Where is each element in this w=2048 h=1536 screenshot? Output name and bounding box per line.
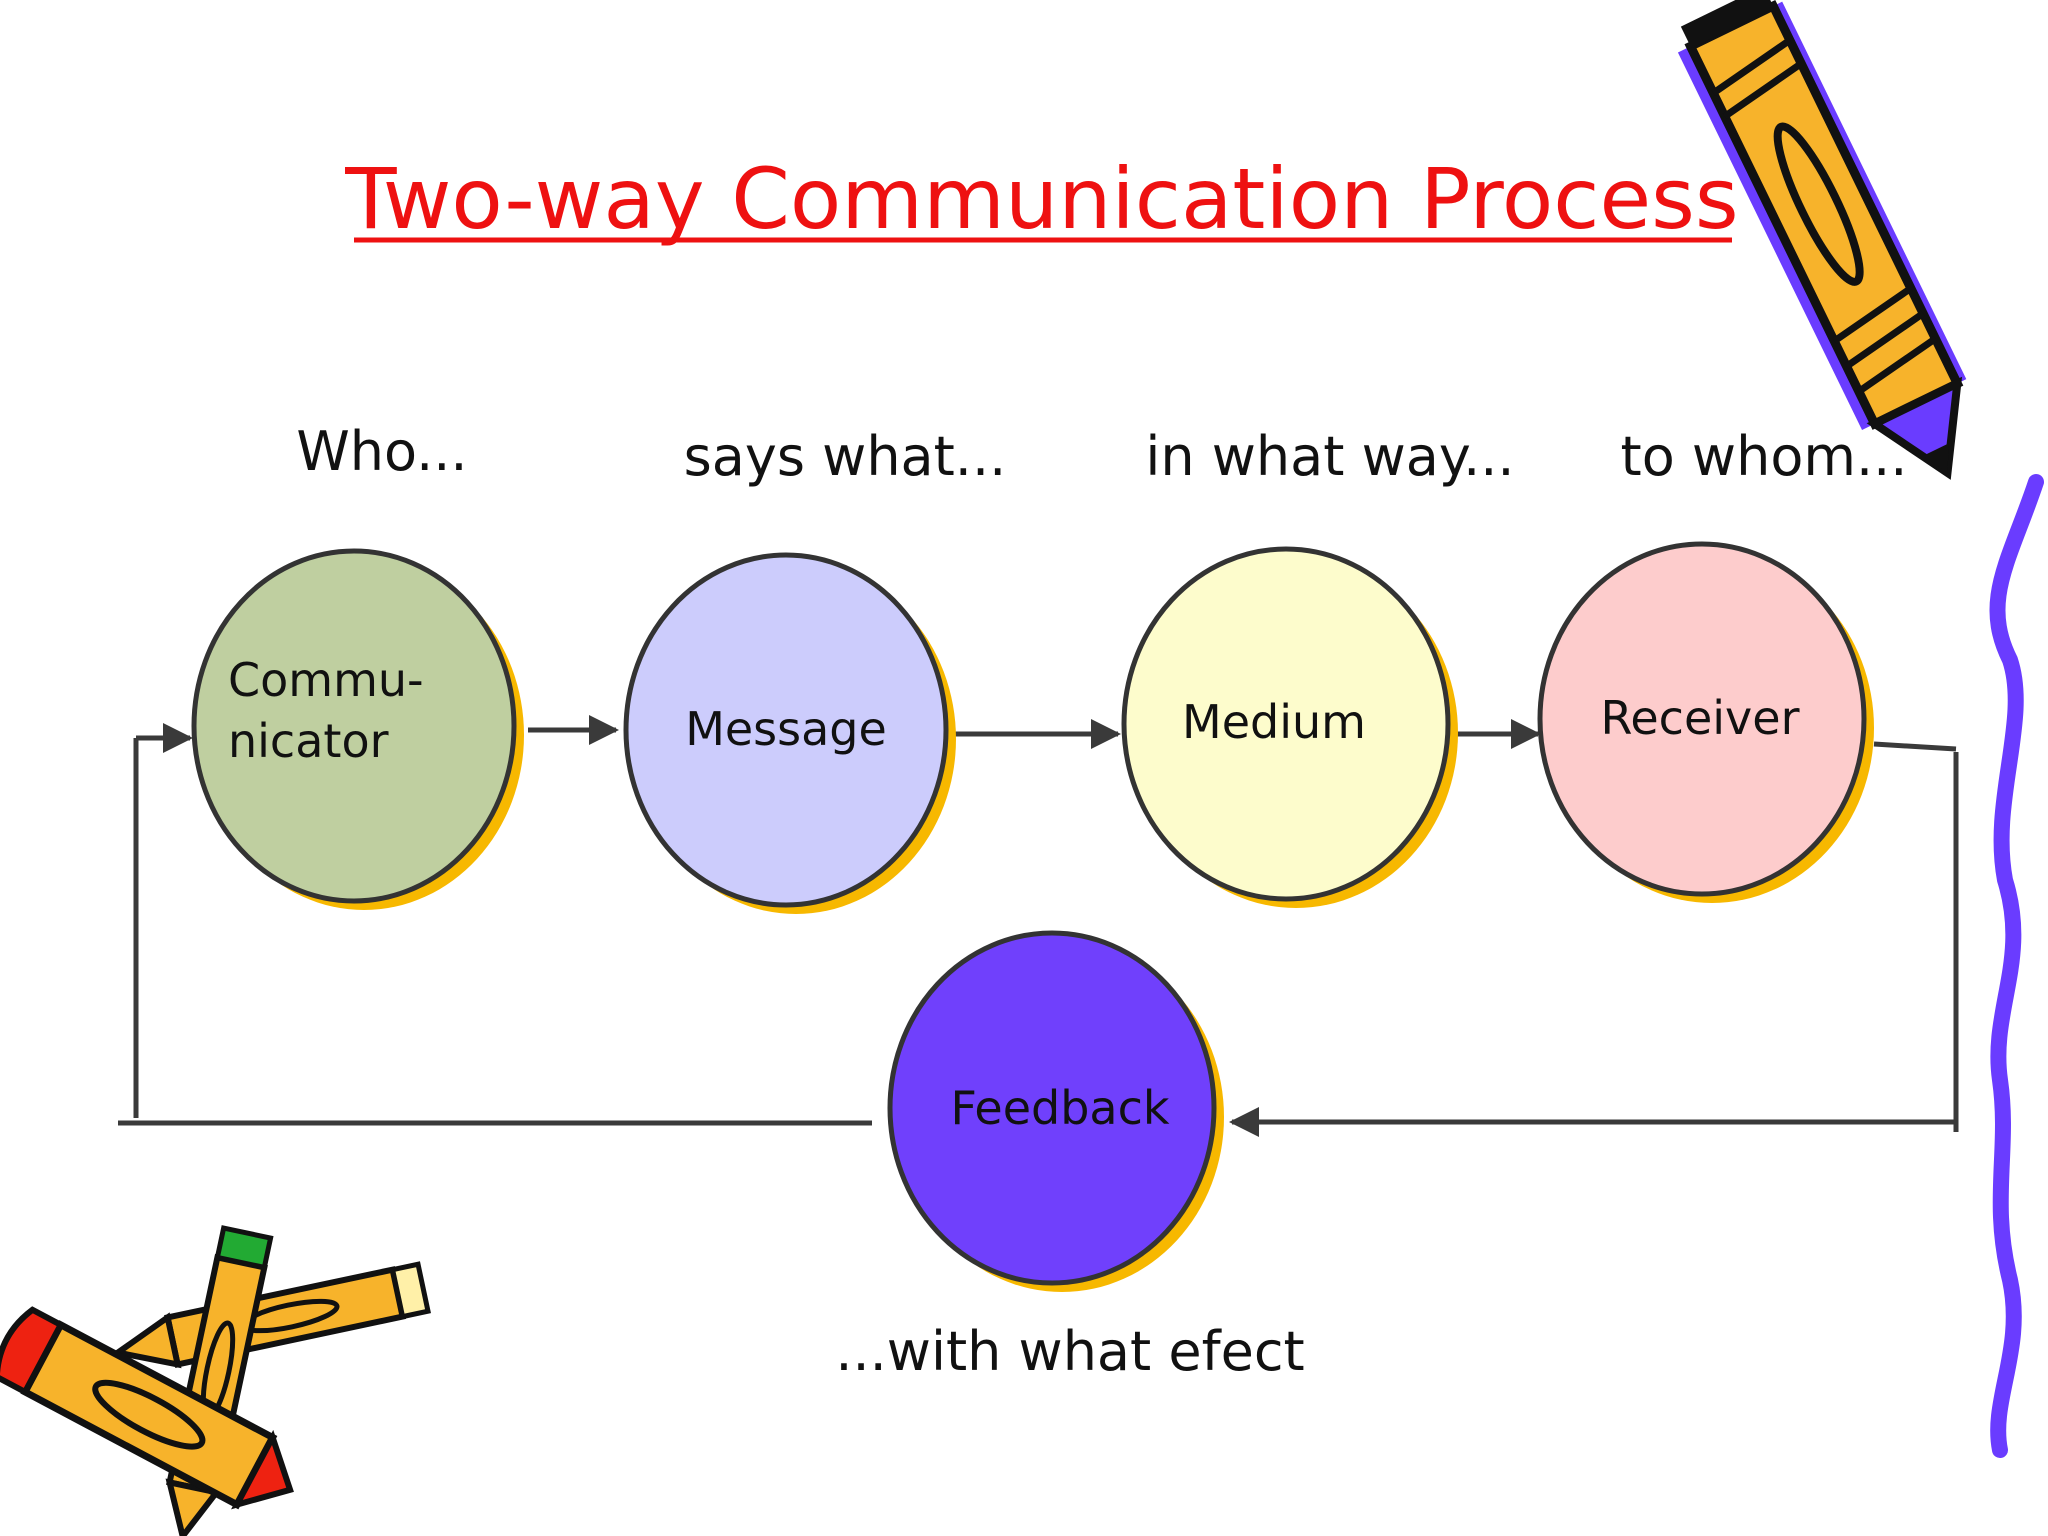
node-communicator-label-line1: Commu-	[228, 653, 424, 707]
caption-who: Who...	[296, 420, 467, 483]
caption-with-what-effect: ...with what efect	[835, 1320, 1304, 1383]
squiggle-line-right	[1989, 474, 2044, 1458]
crayons-clipart-bottom-left	[0, 1225, 431, 1536]
node-message-label: Message	[685, 702, 887, 756]
caption-says-what: says what...	[684, 425, 1007, 488]
node-medium-label: Medium	[1182, 695, 1366, 749]
node-medium-circle	[1121, 546, 1451, 902]
node-message-circle	[623, 552, 949, 908]
pencil-clipart-top-right	[1677, 0, 1967, 480]
node-receiver: Receiver	[1537, 541, 1874, 903]
node-feedback-label: Feedback	[950, 1081, 1169, 1135]
node-feedback: Feedback	[887, 930, 1224, 1292]
edge-receiver-out	[1873, 741, 1957, 752]
node-communicator: Commu- nicator	[191, 548, 524, 910]
node-message: Message	[623, 552, 956, 914]
slide-title: Two-way Communication Process	[344, 150, 1738, 248]
node-receiver-label: Receiver	[1600, 691, 1799, 745]
node-communicator-circle	[191, 548, 517, 904]
caption-to-whom: to whom...	[1621, 425, 1908, 488]
node-communicator-label-line2: nicator	[228, 714, 389, 768]
node-receiver-circle	[1537, 541, 1867, 897]
node-medium: Medium	[1121, 546, 1458, 908]
node-feedback-circle	[887, 930, 1217, 1286]
caption-in-what-way: in what way...	[1145, 425, 1514, 488]
